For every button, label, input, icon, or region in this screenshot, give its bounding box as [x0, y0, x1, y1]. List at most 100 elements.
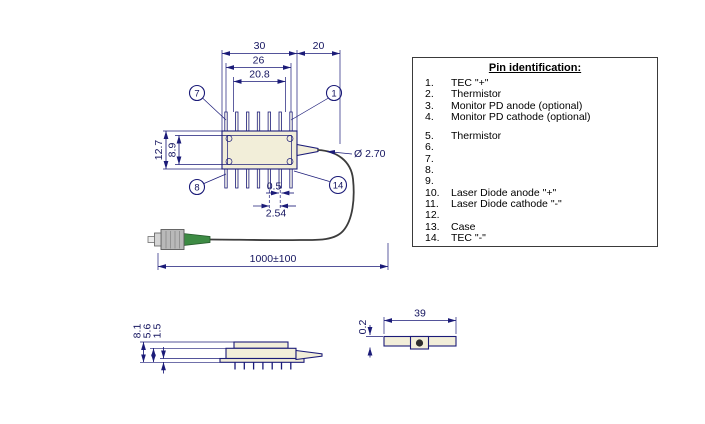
balloon-1: 1: [290, 84, 343, 121]
pin-row: 10. Laser Diode anode "+": [413, 186, 657, 199]
pin-label: TEC "-": [451, 231, 486, 244]
pin-number: 6.: [425, 141, 434, 154]
pin-number: 1.: [425, 77, 434, 89]
dim-pin-span: 26: [225, 55, 292, 112]
dim-protrusion: 0.2: [357, 320, 383, 358]
connector-boot: [182, 233, 211, 246]
connector-nut: [154, 232, 162, 247]
pin-identification-table: Pin identification: 1. TEC "+" 2. Thermist…: [412, 57, 658, 247]
svg-text:8.1: 8.1: [132, 324, 144, 339]
pin-number: 12.: [425, 209, 440, 222]
pin-label: [451, 142, 653, 153]
pin-number: 2.: [425, 88, 434, 101]
dim-fiber-length: 1000±100: [157, 243, 389, 270]
pin-number: 13.: [425, 220, 440, 233]
package-side-profile: [219, 341, 323, 370]
svg-text:7: 7: [194, 89, 199, 100]
side-fiber-snout: [295, 349, 323, 361]
fiber-cable: [209, 149, 355, 242]
pin-number: 3.: [425, 99, 434, 112]
pin-label: TEC "+": [451, 77, 489, 89]
dim-fiber-diameter: Ø 2.70: [326, 148, 386, 160]
pin-label: [451, 210, 653, 221]
pin-label: Laser Diode anode "+": [451, 186, 557, 199]
svg-text:39: 39: [414, 308, 426, 320]
pin-label: [451, 154, 653, 165]
pin-row: 7.: [413, 152, 657, 165]
pin-row: 3. Monitor PD anode (optional): [413, 99, 657, 112]
dim-base-length: 39: [383, 308, 457, 334]
fiber-connector: [147, 229, 211, 250]
side-pins: [234, 362, 292, 370]
pin-label: Monitor PD cathode (optional): [451, 110, 591, 123]
side-view: 8.1 5.6 1.5: [132, 324, 323, 374]
pin-row: 4. Monitor PD cathode (optional): [413, 110, 657, 123]
connector-body: [160, 229, 185, 250]
dim-base-height: 1.5: [152, 324, 166, 374]
svg-text:30: 30: [254, 40, 266, 52]
pin-label: Thermistor: [451, 130, 502, 143]
pin-label: Thermistor: [451, 88, 502, 101]
pin-label: [451, 176, 653, 187]
svg-text:8.9: 8.9: [167, 143, 179, 158]
dim-pin-span-inner: 20.8: [233, 69, 286, 112]
pin-row: 6.: [413, 141, 657, 154]
svg-text:1.5: 1.5: [152, 324, 164, 339]
pin-label: Case: [451, 220, 476, 233]
connector-ferrule: [147, 236, 155, 243]
pin-row: 13. Case: [413, 220, 657, 233]
pin-row: 1. TEC "+": [413, 77, 657, 89]
baseplate: [383, 335, 457, 350]
package-pins-bottom: [224, 168, 293, 189]
svg-text:20: 20: [313, 40, 325, 52]
svg-text:12.7: 12.7: [153, 140, 165, 161]
svg-text:2.54: 2.54: [266, 208, 287, 220]
fiber-snout: [296, 143, 319, 157]
dim-total-height: 8.1: [132, 324, 146, 363]
pin-number: 4.: [425, 110, 434, 123]
balloon-7: 7: [188, 84, 227, 121]
svg-text:20.8: 20.8: [249, 69, 270, 81]
pin-label: Laser Diode cathode "-": [451, 197, 562, 210]
pin-row: 9.: [413, 175, 657, 188]
pin-number: 9.: [425, 175, 434, 188]
pin-number: 8.: [425, 164, 434, 177]
pin-number: 10.: [425, 186, 440, 199]
pin-row: 8.: [413, 164, 657, 177]
pin-label: [451, 165, 653, 176]
dim-body-height: 5.6: [142, 324, 156, 363]
svg-text:Ø 2.70: Ø 2.70: [354, 148, 386, 160]
package-pins-top: [224, 111, 293, 132]
pin-number: 7.: [425, 152, 434, 165]
dim-height-inner: 8.9: [167, 135, 228, 165]
pin-number: 14.: [425, 231, 440, 244]
bottom-view: 39 0.2: [357, 308, 457, 358]
svg-text:1: 1: [331, 89, 336, 100]
pin-number: 11.: [425, 197, 439, 210]
svg-text:0.2: 0.2: [357, 320, 369, 335]
pin-row: 14. TEC "-": [413, 231, 657, 244]
balloon-14: 14: [293, 170, 348, 195]
dim-width-outer: 30: [221, 40, 298, 131]
svg-text:26: 26: [253, 55, 265, 67]
svg-text:0.5: 0.5: [267, 181, 282, 193]
svg-text:8: 8: [194, 183, 199, 194]
pin-label: Monitor PD anode (optional): [451, 99, 583, 112]
mounting-hole: [415, 339, 424, 347]
pin-row: 5. Thermistor: [413, 130, 657, 143]
pin-row: 11. Laser Diode cathode "-": [413, 197, 657, 210]
dim-height-outer: 12.7: [153, 130, 222, 170]
svg-text:14: 14: [333, 181, 344, 192]
pin-table-title: Pin identification:: [488, 62, 582, 74]
pin-row: 2. Thermistor: [413, 88, 657, 101]
svg-text:5.6: 5.6: [142, 324, 154, 339]
pin-row: 12.: [413, 209, 657, 222]
dim-pin-pitch: 2.54: [253, 203, 296, 220]
pin-number: 5.: [425, 130, 434, 143]
package-body: [221, 130, 319, 170]
balloon-8: 8: [188, 173, 227, 196]
top-view: 30 20 26 20.8 12.7: [147, 40, 389, 270]
svg-text:1000±100: 1000±100: [250, 253, 297, 265]
